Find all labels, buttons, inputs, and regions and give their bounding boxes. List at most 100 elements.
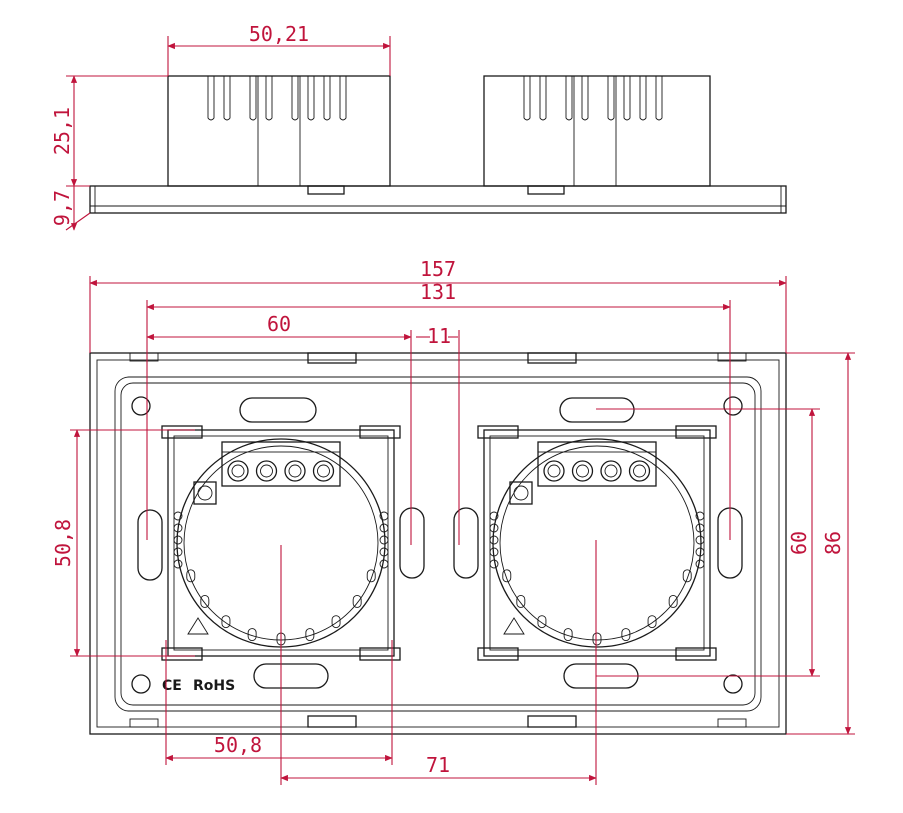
dim-label: 50,8 [51, 519, 75, 567]
side-peg [379, 547, 389, 557]
compliance-marks: CE RoHS [162, 678, 235, 694]
ce-mark: CE [162, 678, 182, 694]
dim-label: 157 [420, 257, 456, 281]
cooling-fin [655, 76, 663, 121]
front-view: CE RoHS [89, 352, 787, 735]
ring-tooth [352, 594, 362, 608]
mounting-clip [477, 647, 519, 661]
cooling-fin [339, 76, 347, 121]
ring-tooth [502, 569, 512, 583]
cooling-fin [265, 76, 273, 121]
dim-side-module-width: 50,21 [167, 22, 391, 76]
side-module-right [483, 75, 711, 187]
side-peg [695, 547, 705, 557]
ring-tooth [563, 628, 573, 642]
recycle-icon [503, 617, 525, 635]
terminal-screw-head [260, 464, 273, 478]
terminal-screw-head [288, 464, 302, 478]
dim-overall-height: 86 [786, 352, 855, 735]
side-peg [173, 559, 183, 569]
cooling-fin [607, 76, 615, 121]
ring-tooth [186, 569, 196, 583]
dim-label: 50,8 [214, 733, 262, 757]
side-peg [173, 535, 183, 545]
side-peg [695, 511, 705, 521]
cooling-fin [523, 76, 531, 121]
dim-side-plate-thickness: 9,7 [50, 185, 91, 231]
side-peg [489, 523, 499, 533]
mechanism-ring-inner [499, 445, 695, 641]
switch-module-left [161, 425, 401, 661]
side-peg [173, 511, 183, 521]
rohs-mark: RoHS [193, 678, 235, 694]
cooling-fin [323, 76, 331, 121]
mounting-clip [359, 425, 401, 439]
module-housing-inner [489, 435, 705, 651]
terminal-block [537, 441, 657, 487]
adjust-screw-housing [193, 481, 217, 505]
terminal-block [221, 441, 341, 487]
dim-module-width: 50,8 [165, 640, 393, 765]
dim-label: 25,1 [50, 107, 74, 155]
dim-label: 86 [821, 531, 845, 555]
terminal-block-top [537, 441, 657, 453]
cooling-fin [223, 76, 231, 121]
dim-label: 71 [426, 753, 450, 777]
terminal-screw-head [317, 464, 330, 478]
dim-label: 9,7 [50, 190, 74, 226]
terminal-block-top [221, 441, 341, 453]
cooling-fin [291, 76, 299, 121]
front-dimensions: 157 131 60 11 50,8 [51, 257, 855, 785]
mounting-clip [161, 647, 203, 661]
ring-tooth [247, 628, 257, 642]
adjust-screw [197, 485, 213, 501]
frame-outer [89, 352, 787, 735]
side-module-left [167, 75, 391, 187]
side-peg [489, 535, 499, 545]
dim-label: 50,21 [249, 22, 309, 46]
side-peg [489, 559, 499, 569]
side-peg [173, 547, 183, 557]
ring-tooth [668, 594, 678, 608]
side-peg [695, 535, 705, 545]
terminal-screw [628, 460, 651, 482]
ring-tooth [366, 569, 376, 583]
cooling-fin [565, 76, 573, 121]
ring-tooth [537, 615, 547, 629]
side-peg [379, 535, 389, 545]
terminal-screw-head [547, 464, 561, 478]
dim-side-module-height: 25,1 [50, 75, 168, 187]
terminal-screw-head [633, 464, 646, 478]
ring-tooth [592, 632, 602, 646]
mounting-clip [675, 425, 717, 439]
cooling-fin [307, 76, 315, 121]
module-housing [483, 429, 711, 657]
cooling-fin [623, 76, 631, 121]
dim-label: 60 [787, 531, 811, 555]
mounting-clip [477, 425, 519, 439]
adjust-screw [513, 485, 529, 501]
dim-label: 11 [427, 324, 451, 348]
dim-label: 60 [267, 312, 291, 336]
dim-overall-width: 157 [89, 257, 787, 353]
dim-center-distance: 71 [280, 540, 597, 785]
terminal-screw-head [231, 464, 245, 478]
mounting-clip [161, 425, 203, 439]
dim-inner-height: 60 [596, 408, 820, 677]
side-peg [379, 559, 389, 569]
dim-label: 131 [420, 280, 456, 304]
dim-module-height: 50,8 [51, 429, 195, 657]
side-peg [695, 559, 705, 569]
terminal-screw [255, 460, 278, 482]
ring-tooth [682, 569, 692, 583]
terminal-screw-head [604, 464, 618, 478]
terminal-screw [227, 460, 249, 482]
side-peg [379, 511, 389, 521]
ring-tooth [200, 594, 210, 608]
terminal-screw-head [576, 464, 589, 478]
mechanism-ring [492, 438, 702, 648]
terminal-screw [600, 460, 622, 482]
side-peg [173, 523, 183, 533]
cooling-fin [639, 76, 647, 121]
